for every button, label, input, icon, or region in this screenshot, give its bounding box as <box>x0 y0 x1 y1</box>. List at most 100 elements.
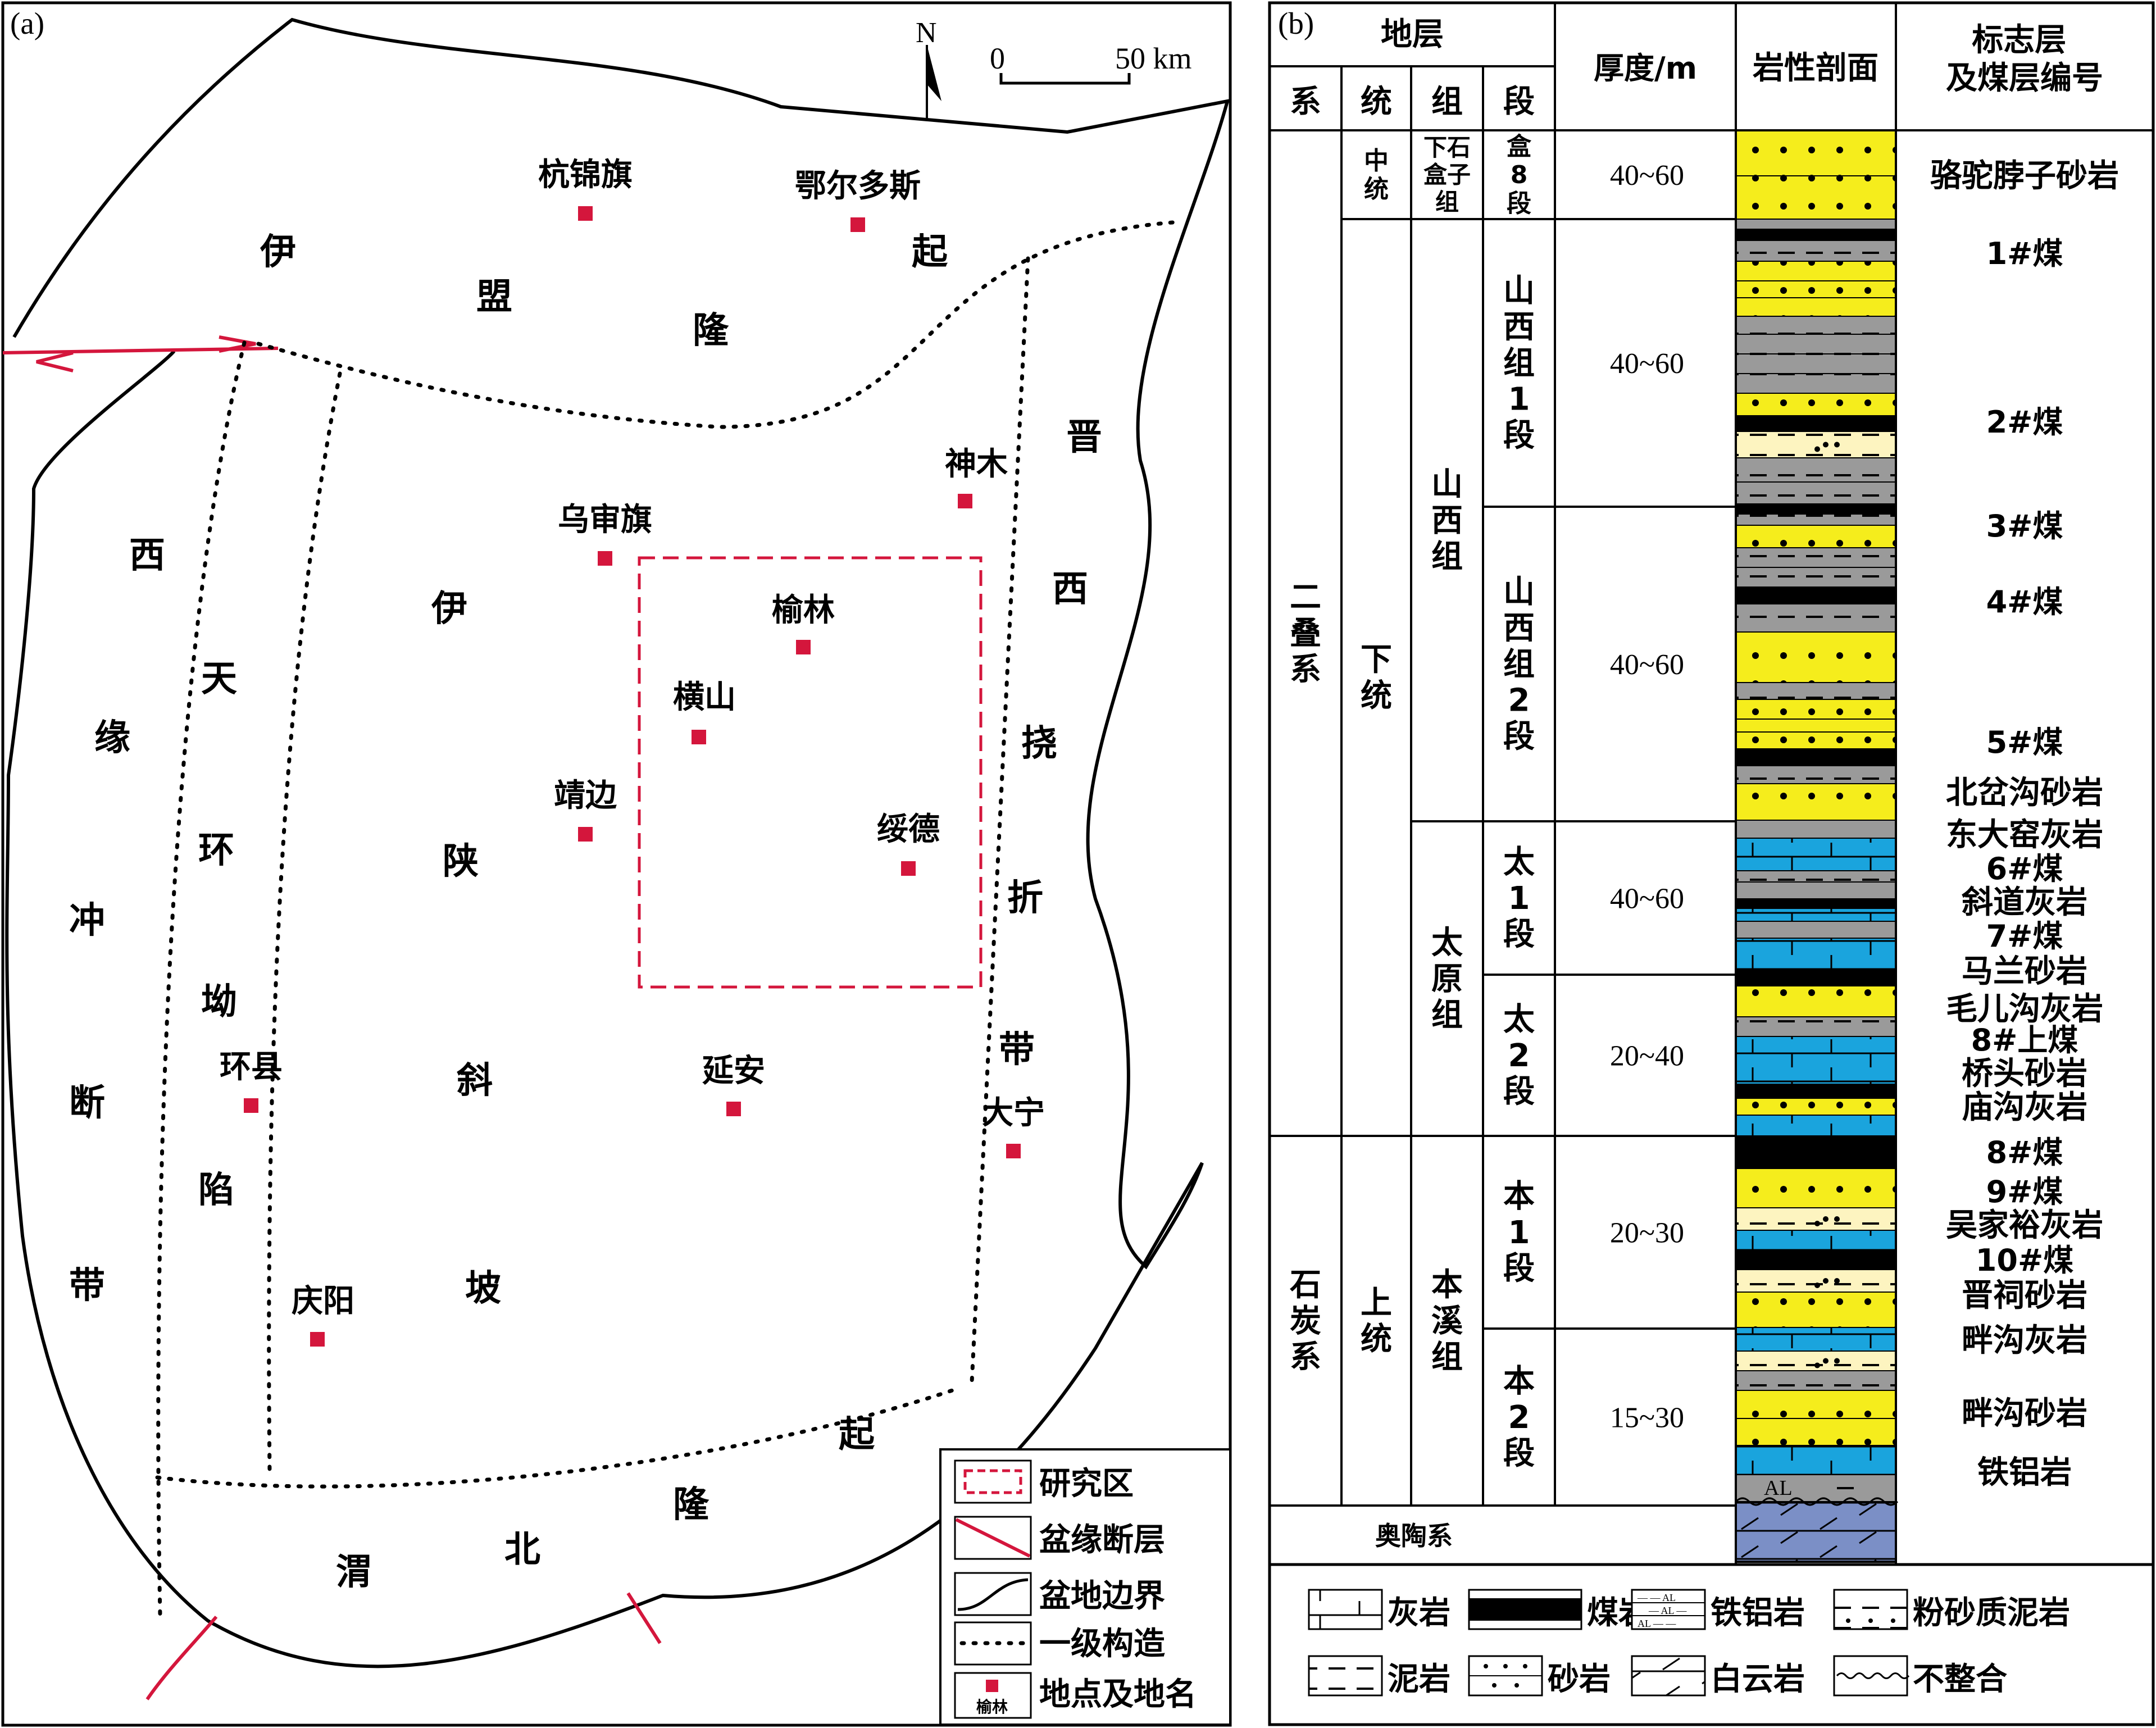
legend-sandstone: 砂岩 <box>1468 1655 1611 1698</box>
svg-text:泥岩: 泥岩 <box>1388 1661 1450 1698</box>
region-label-jinxi-1: 晋 <box>1066 417 1102 458</box>
place-hangjinqi: 杭锦旗 <box>538 157 633 221</box>
marker-coal4: 4#煤 <box>1986 584 2063 620</box>
svg-text:一级构造: 一级构造 <box>1039 1626 1165 1662</box>
place-shenmu: 神木 <box>945 446 1008 508</box>
litho-layer-ls <box>1735 1036 1896 1085</box>
region-label-yishan-1: 伊 <box>431 588 467 630</box>
header-markers: 标志层 及煤层编号 <box>1946 22 2103 97</box>
series-upper-char: 上 <box>1361 1285 1392 1321</box>
formation-shanxi-char: 西 <box>1431 502 1463 539</box>
litho-layer-coal <box>1735 1249 1896 1270</box>
litho-layer-ss <box>1735 699 1896 720</box>
litho-layer-mud <box>1735 1370 1896 1391</box>
member-ben2-char: 段 <box>1503 1435 1535 1472</box>
marker-coal3: 3#煤 <box>1986 508 2063 544</box>
member-tai2-char: 太 <box>1503 1001 1535 1038</box>
place-huanxian: 环县 <box>220 1049 283 1113</box>
region-label-xiyuan-1: 西 <box>129 535 165 576</box>
header-duan: 段 <box>1503 84 1535 120</box>
place-name: 乌审旗 <box>558 502 652 538</box>
litho-layer-ls <box>1735 938 1896 970</box>
litho-layer-ss <box>1735 1292 1896 1328</box>
region-label-weibei-3: 隆 <box>673 1484 709 1526</box>
place-name: 靖边 <box>554 777 617 814</box>
formation-lower-shihezi-char: 下石 <box>1423 134 1471 161</box>
svg-text:榆林: 榆林 <box>976 1698 1008 1716</box>
basin-boundary <box>5 17 1230 1668</box>
litho-layer-coal <box>1735 586 1896 604</box>
thickness-ben1: 20~30 <box>1610 1217 1684 1249</box>
member-ben2-char: 本 <box>1503 1363 1535 1399</box>
member-he8-char: 段 <box>1507 189 1531 218</box>
litho-layer-mud <box>1735 820 1896 839</box>
formation-benxi-char: 组 <box>1431 1339 1463 1376</box>
formation-shanxi-char: 组 <box>1431 539 1463 575</box>
svg-text:灰岩: 灰岩 <box>1388 1595 1450 1631</box>
litho-layer-ls <box>1735 838 1896 871</box>
header-lithology: 岩性剖面 <box>1753 50 1878 87</box>
legend-basin-fault: 盆缘断层 <box>954 1516 1165 1560</box>
place-marker <box>310 1332 325 1347</box>
marker-coal10: 10#煤 <box>1976 1243 2073 1278</box>
study-area-box <box>638 556 983 989</box>
marker-labels: 骆驼脖子砂岩1#煤2#煤3#煤4#煤5#煤北岔沟砂岩东大窑灰岩6#煤斜道灰岩7#… <box>1930 158 2119 1491</box>
place-name: 榆林 <box>772 592 835 629</box>
member-shan1-char: 1 <box>1508 381 1530 418</box>
system-permian-char: 系 <box>1290 652 1321 688</box>
lithology-column: AL <box>1735 129 1899 1563</box>
formation-taiyuan-char: 组 <box>1431 997 1463 1034</box>
region-label-xiyuan-5: 带 <box>69 1265 105 1307</box>
thickness-tai1: 40~60 <box>1610 883 1684 915</box>
place-name: 杭锦旗 <box>538 157 633 193</box>
unconformity-line <box>1735 1497 1899 1506</box>
litho-layer-coal <box>1735 1084 1896 1099</box>
marker-xiedao: 斜道灰岩 <box>1962 884 2087 921</box>
place-qingyang: 庆阳 <box>292 1283 354 1347</box>
region-label-yimeng-1: 伊 <box>260 231 296 273</box>
member-ben1: 本1段 <box>1503 1178 1535 1287</box>
litho-layer-coal <box>1735 748 1896 766</box>
region-label-weibei-4: 起 <box>839 1414 875 1456</box>
member-tai2-char: 段 <box>1503 1074 1535 1110</box>
marker-tielv: 铁铝岩 <box>1977 1454 2072 1491</box>
panel-a-legend: 研究区 盆缘断层 盆地边界 一级构造 榆林 地点及地名 <box>939 1448 1231 1726</box>
litho-layer-ls <box>1735 1445 1896 1475</box>
legend-unconformity: 不整合 <box>1833 1655 2007 1698</box>
litho-layer-coal <box>1735 229 1896 241</box>
member-shan1-char: 段 <box>1503 417 1535 454</box>
thickness-ben2: 15~30 <box>1610 1402 1684 1434</box>
series-lower-char: 统 <box>1361 678 1392 715</box>
place-wushenqi: 乌审旗 <box>558 502 652 566</box>
header-tong: 统 <box>1361 84 1392 120</box>
litho-layer-coal <box>1735 898 1896 909</box>
place-marker <box>244 1098 258 1113</box>
svg-text:— AL —: — AL — <box>1648 1605 1687 1616</box>
svg-text:0: 0 <box>990 42 1005 75</box>
place-marker <box>578 827 593 842</box>
litho-layer-silty <box>1735 1350 1896 1371</box>
thickness-he8: 40~60 <box>1610 160 1684 192</box>
place-name: 延安 <box>702 1053 765 1089</box>
member-shan2-char: 2 <box>1508 683 1530 719</box>
region-label-weibei-2: 北 <box>504 1529 540 1571</box>
member-shan1-char: 组 <box>1503 345 1535 381</box>
place-name: 神木 <box>945 446 1008 483</box>
svg-text:AL — —: AL — — <box>1638 1618 1676 1629</box>
marker-dongdayao: 东大窑灰岩 <box>1946 817 2103 853</box>
litho-layer-ss <box>1735 731 1896 749</box>
system-permian: 二叠系 <box>1290 579 1321 688</box>
litho-layer-silty <box>1735 1207 1896 1231</box>
formation-benxi-char: 本 <box>1431 1267 1463 1303</box>
litho-layer-ls <box>1735 1230 1896 1250</box>
svg-text:盆缘断层: 盆缘断层 <box>1039 1522 1165 1558</box>
member-shan1-char: 山 <box>1503 273 1535 310</box>
al-label: AL <box>1764 1476 1793 1500</box>
system-carboniferous: 石炭系 <box>1290 1267 1321 1376</box>
svg-text:砂岩: 砂岩 <box>1548 1661 1611 1698</box>
place-labels: 杭锦旗鄂尔多斯乌审旗神木榆林横山靖边绥德环县延安大宁庆阳 <box>220 157 1045 1347</box>
marker-pangou-ls: 畔沟灰岩 <box>1962 1322 2087 1359</box>
region-label-yimeng-3: 隆 <box>693 310 729 352</box>
panel-a-label: (a) <box>10 6 44 40</box>
